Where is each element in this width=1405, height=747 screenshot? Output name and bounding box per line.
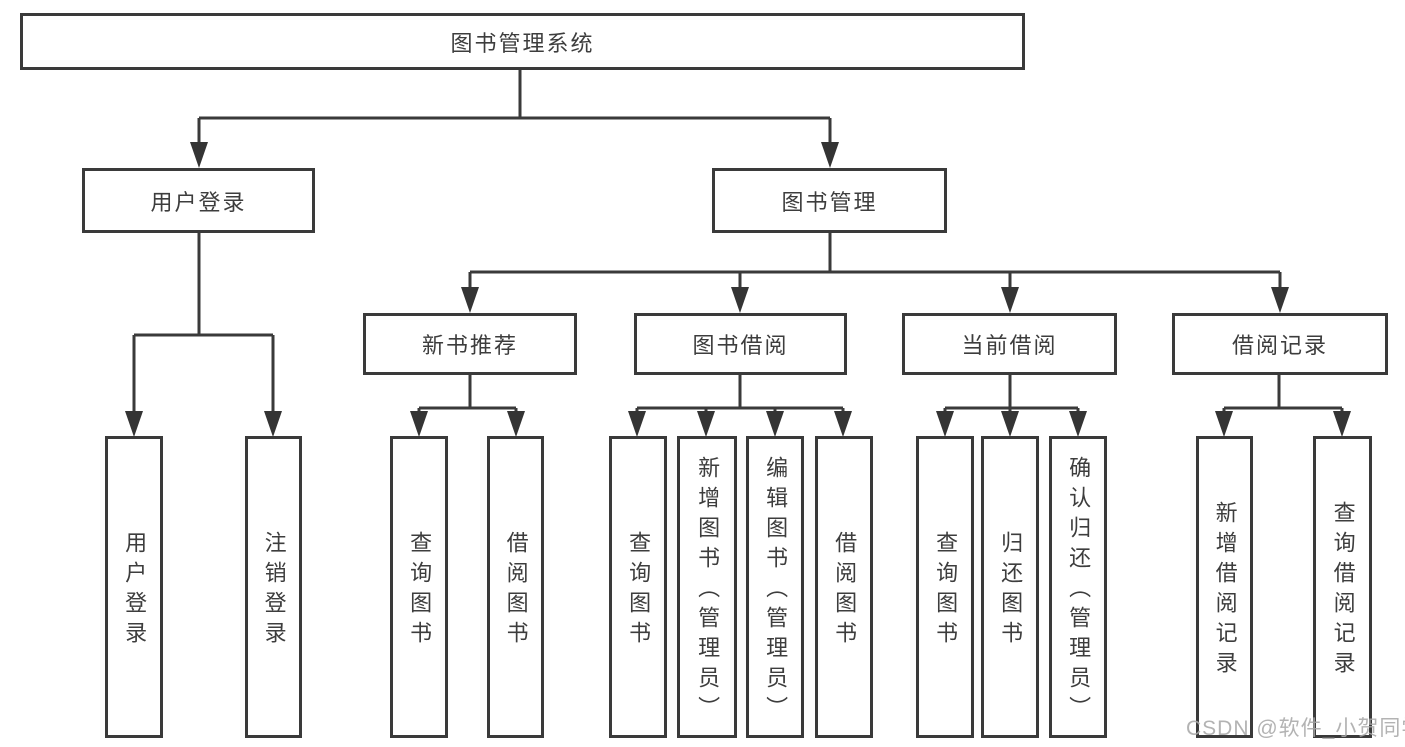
node-recommend-query-book: 查询图书 xyxy=(390,436,448,738)
node-recommend-borrow-book: 借阅图书 xyxy=(487,436,544,738)
node-edit-book-admin-label: 编辑图书（管理员） xyxy=(763,456,789,726)
node-borrow-record: 借阅记录 xyxy=(1172,313,1388,375)
node-new-book-recommend-label: 新书推荐 xyxy=(421,333,518,358)
node-recommend-borrow-book-label: 借阅图书 xyxy=(503,531,529,651)
node-add-book-admin: 新增图书（管理员） xyxy=(677,436,737,738)
node-borrow-book-leaf: 借阅图书 xyxy=(815,436,873,738)
node-book-management: 图书管理 xyxy=(712,168,947,233)
node-root-label: 图书管理系统 xyxy=(450,30,595,56)
node-borrow-query-book: 查询图书 xyxy=(609,436,667,738)
node-new-book-recommend: 新书推荐 xyxy=(363,313,577,375)
node-logout-leaf-label: 注销登录 xyxy=(261,531,287,651)
node-confirm-return-admin: 确认归还（管理员） xyxy=(1049,436,1107,738)
node-current-borrow-label: 当前借阅 xyxy=(961,333,1058,358)
node-book-management-label: 图书管理 xyxy=(781,189,878,215)
node-edit-book-admin: 编辑图书（管理员） xyxy=(746,436,804,738)
node-user-login-label: 用户登录 xyxy=(150,189,247,215)
node-logout-leaf: 注销登录 xyxy=(245,436,302,738)
node-root: 图书管理系统 xyxy=(20,13,1025,70)
node-user-login: 用户登录 xyxy=(82,168,315,233)
node-current-query-book: 查询图书 xyxy=(916,436,974,738)
node-book-borrow-label: 图书借阅 xyxy=(692,333,789,358)
node-add-borrow-record: 新增借阅记录 xyxy=(1196,436,1253,738)
node-user-login-leaf: 用户登录 xyxy=(105,436,163,738)
node-recommend-query-book-label: 查询图书 xyxy=(407,531,433,651)
node-borrow-book-leaf-label: 借阅图书 xyxy=(832,531,858,651)
node-confirm-return-admin-label: 确认归还（管理员） xyxy=(1066,456,1092,726)
node-return-book-label: 归还图书 xyxy=(998,531,1024,651)
node-return-book: 归还图书 xyxy=(981,436,1039,738)
node-current-query-book-label: 查询图书 xyxy=(933,531,959,651)
node-borrow-record-label: 借阅记录 xyxy=(1231,333,1328,358)
node-user-login-leaf-label: 用户登录 xyxy=(122,531,148,651)
node-current-borrow: 当前借阅 xyxy=(902,313,1117,375)
watermark: CSDN @软件_小贺同学 xyxy=(1186,717,1405,740)
node-query-borrow-record-label: 查询借阅记录 xyxy=(1330,501,1356,681)
node-add-book-admin-label: 新增图书（管理员） xyxy=(695,456,721,726)
node-book-borrow: 图书借阅 xyxy=(634,313,847,375)
node-query-borrow-record: 查询借阅记录 xyxy=(1313,436,1372,738)
node-add-borrow-record-label: 新增借阅记录 xyxy=(1212,501,1238,681)
node-borrow-query-book-label: 查询图书 xyxy=(626,531,652,651)
